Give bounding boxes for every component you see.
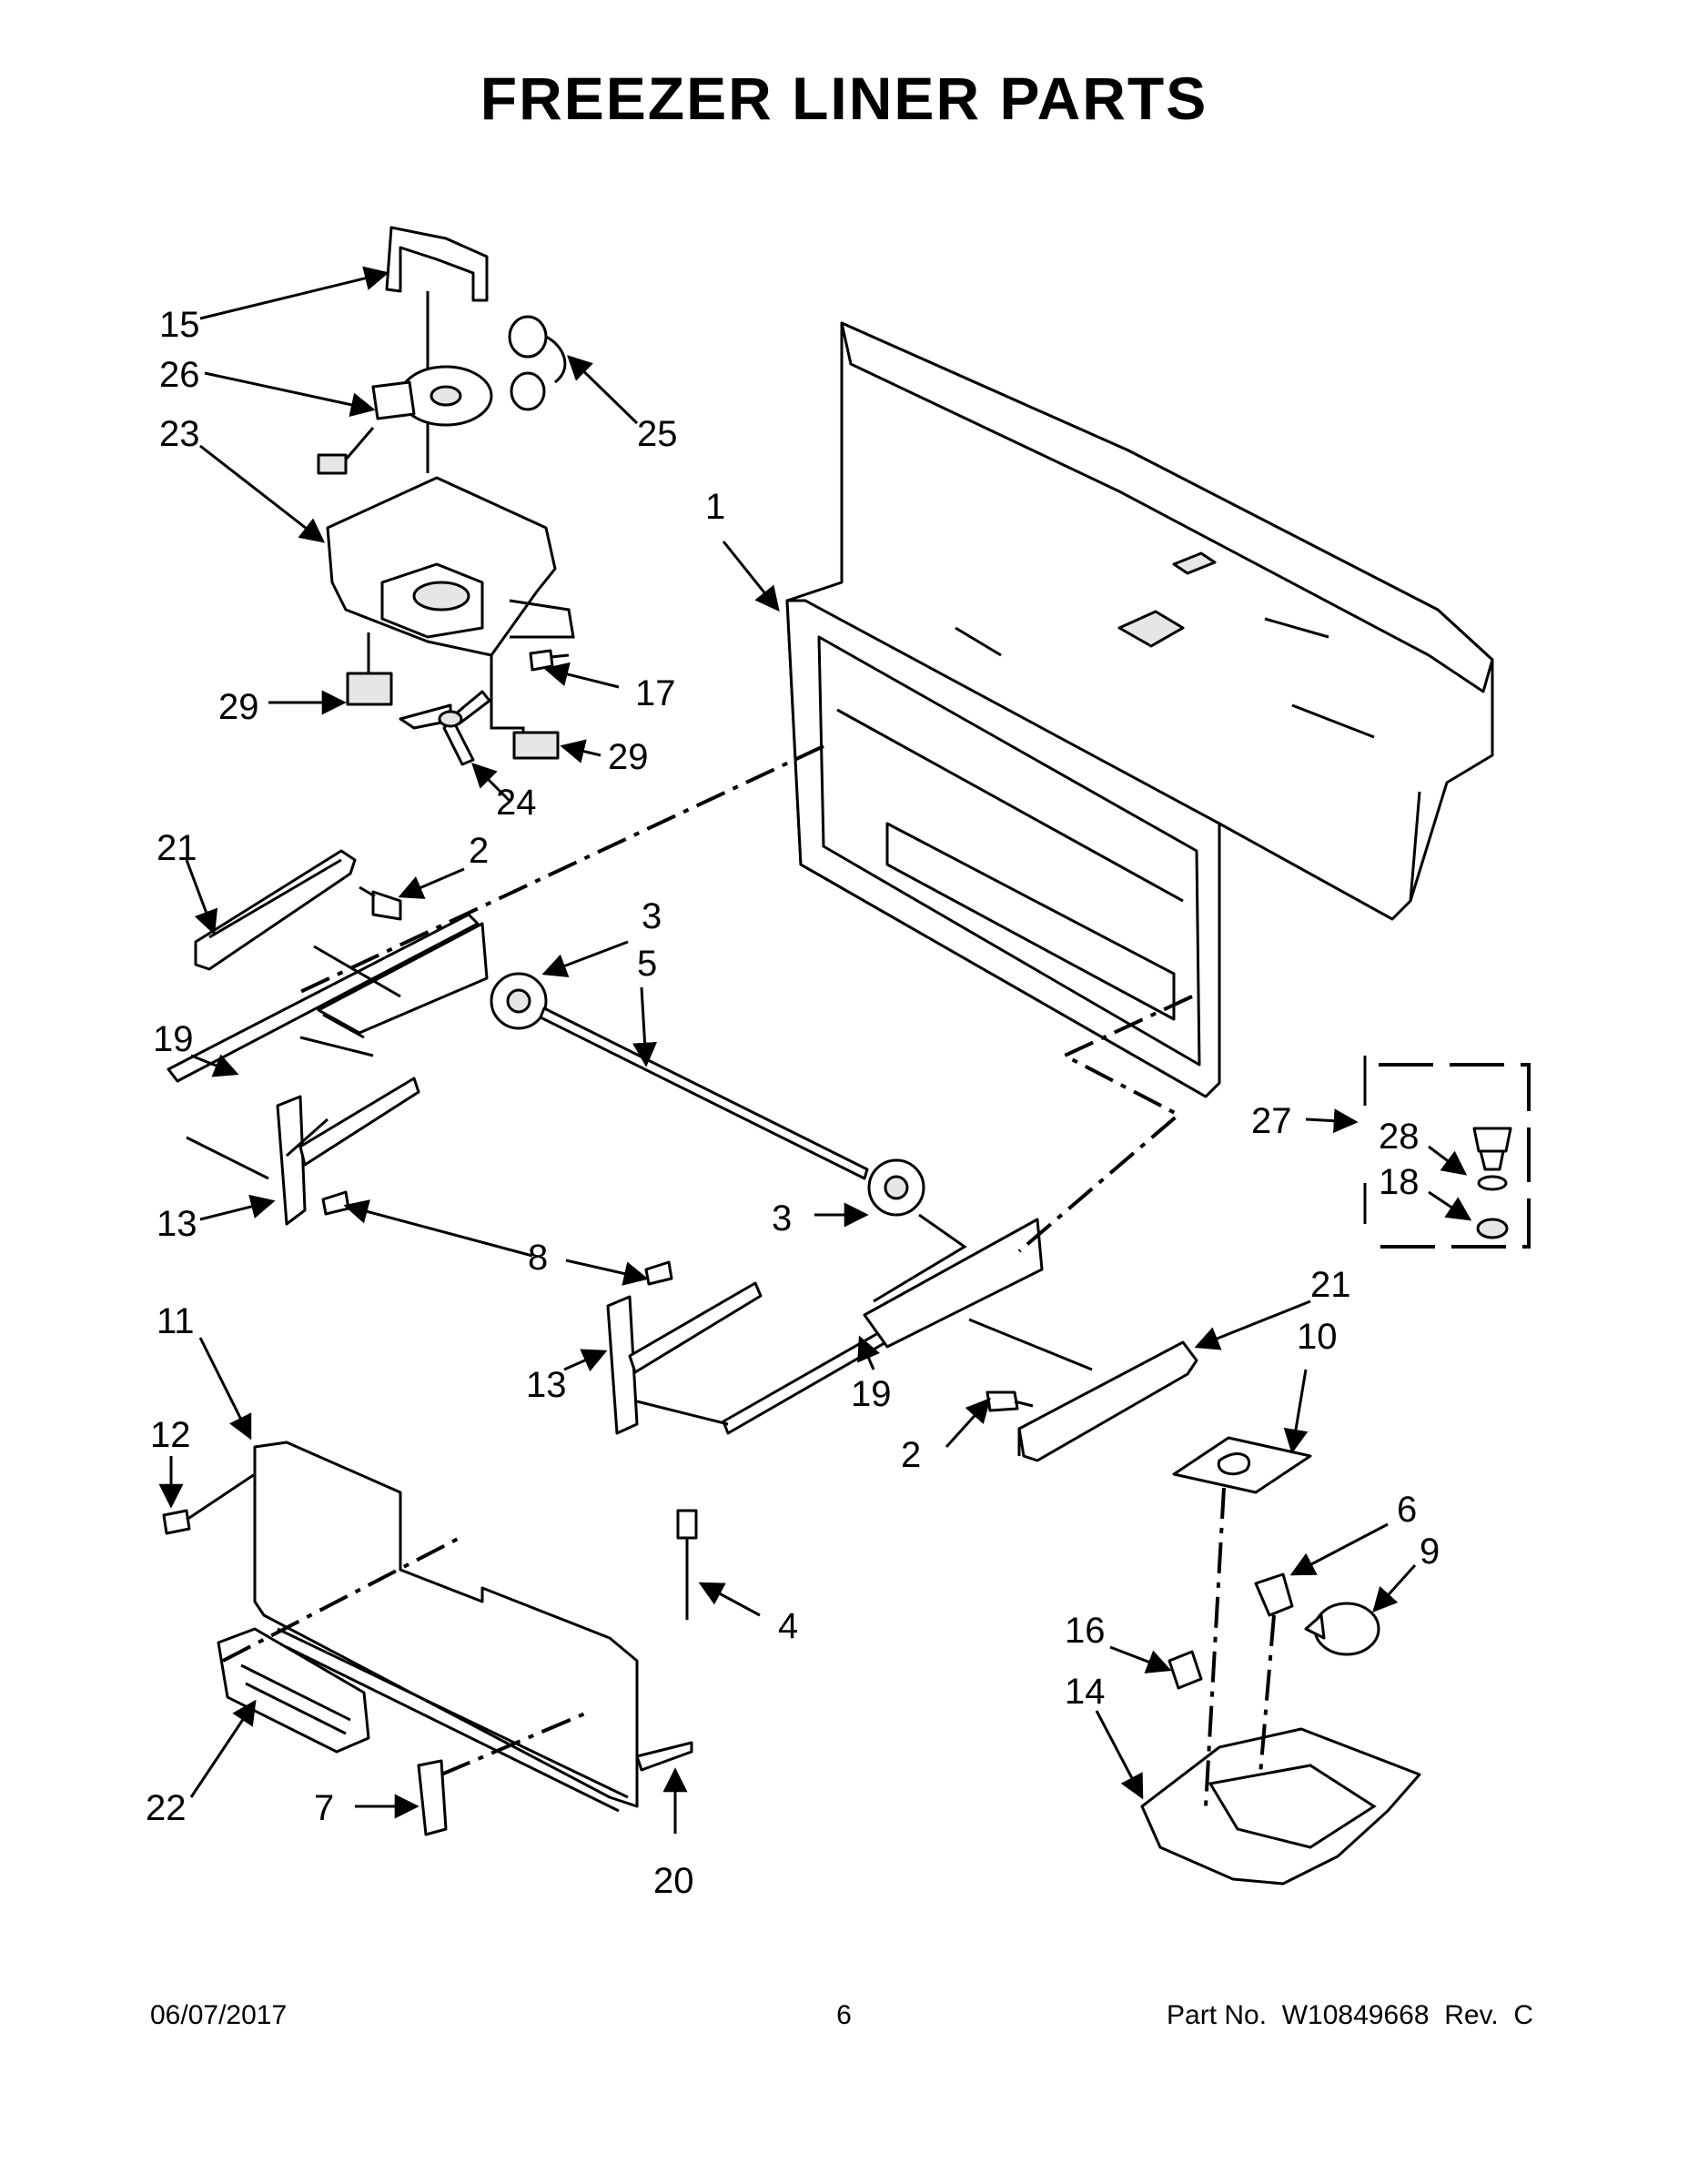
callout-2a: 2 bbox=[469, 831, 489, 871]
callout-19b: 19 bbox=[851, 1374, 892, 1414]
light-housing-assembly bbox=[1140, 1436, 1421, 1886]
callout-28: 28 bbox=[1379, 1117, 1420, 1157]
callout-19a: 19 bbox=[153, 1019, 194, 1059]
callout-23: 23 bbox=[159, 414, 200, 454]
callout-29a: 29 bbox=[218, 687, 259, 727]
callout-13a: 13 bbox=[157, 1204, 197, 1244]
page-title: FREEZER LINER PARTS bbox=[480, 65, 1208, 132]
callout-3b: 3 bbox=[772, 1198, 792, 1239]
callout-5: 5 bbox=[637, 944, 657, 984]
callout-arrows bbox=[158, 266, 1472, 1834]
callout-8: 8 bbox=[528, 1238, 548, 1278]
callout-15: 15 bbox=[159, 305, 200, 345]
callout-27: 27 bbox=[1251, 1101, 1292, 1141]
callout-18: 18 bbox=[1379, 1162, 1420, 1202]
fitting-kit bbox=[1363, 1056, 1531, 1249]
lower-cover-assembly bbox=[162, 1441, 698, 1836]
callout-7: 7 bbox=[314, 1788, 334, 1828]
callout-4: 4 bbox=[778, 1606, 798, 1646]
callout-25: 25 bbox=[637, 414, 678, 454]
callout-22: 22 bbox=[146, 1788, 187, 1828]
alignment-lines bbox=[222, 744, 1276, 1807]
footer-page-number: 6 bbox=[836, 2000, 852, 2030]
footer-date: 06/07/2017 bbox=[150, 2000, 288, 2030]
left-slide-assembly bbox=[167, 849, 1198, 1462]
callout-labels: 15 26 23 25 1 17 29 29 24 21 2 3 5 19 27… bbox=[146, 305, 1440, 1901]
callout-2b: 2 bbox=[901, 1435, 921, 1475]
callout-24: 24 bbox=[496, 783, 537, 823]
evaporator-fan-assembly bbox=[317, 226, 575, 766]
callout-6: 6 bbox=[1397, 1490, 1417, 1530]
callout-26: 26 bbox=[159, 355, 200, 395]
callout-11: 11 bbox=[157, 1301, 195, 1341]
callout-9: 9 bbox=[1420, 1532, 1440, 1572]
callout-1: 1 bbox=[705, 487, 725, 527]
callout-29b: 29 bbox=[608, 737, 649, 777]
footer-part-number: Part No. W10849668 Rev. C bbox=[1167, 2000, 1533, 2030]
callout-21a: 21 bbox=[157, 828, 197, 868]
callout-21b: 21 bbox=[1310, 1265, 1351, 1305]
callout-17: 17 bbox=[635, 673, 676, 713]
callout-10: 10 bbox=[1297, 1317, 1338, 1357]
freezer-liner-bin bbox=[785, 321, 1494, 1098]
callout-20: 20 bbox=[653, 1861, 694, 1901]
callout-14: 14 bbox=[1065, 1672, 1106, 1712]
callout-16: 16 bbox=[1065, 1611, 1106, 1651]
callout-12: 12 bbox=[150, 1415, 191, 1455]
callout-3a: 3 bbox=[642, 896, 662, 936]
callout-13b: 13 bbox=[526, 1365, 567, 1405]
